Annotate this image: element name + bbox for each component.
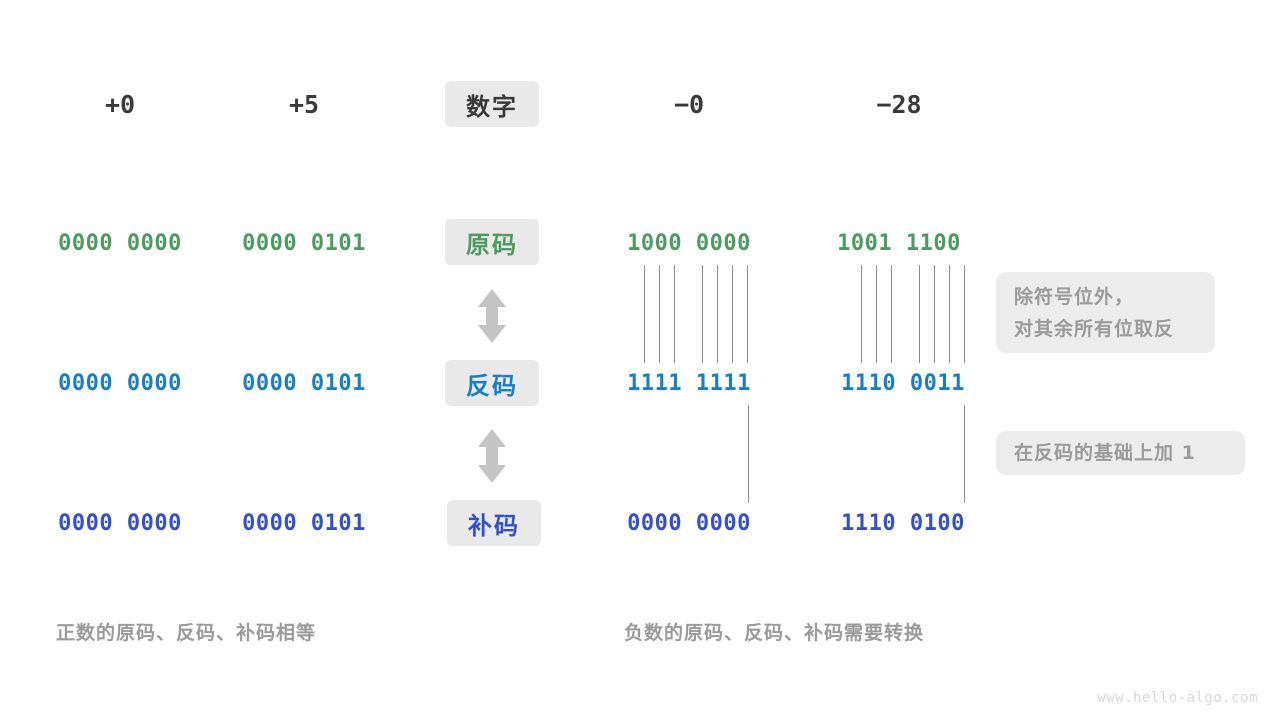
connector-line bbox=[934, 265, 935, 363]
row-label-ones-complement: 反码 bbox=[445, 360, 539, 406]
connector-line bbox=[717, 265, 718, 363]
connector-line bbox=[747, 265, 748, 363]
twos-complement-plus-five: 0000 0101 bbox=[242, 510, 366, 536]
sign-magnitude-plus-five: 0000 0101 bbox=[242, 230, 366, 256]
note-invert-bits-line2: 对其余所有位取反 bbox=[1014, 317, 1175, 340]
caption-negative: 负数的原码、反码、补码需要转换 bbox=[624, 622, 925, 644]
header-number-plus-five: +5 bbox=[288, 89, 320, 119]
connector-line bbox=[861, 265, 862, 363]
note-invert-bits: 除符号位外， 对其余所有位取反 bbox=[996, 272, 1215, 353]
ones-complement-plus-zero: 0000 0000 bbox=[58, 370, 182, 396]
twos-complement-minus-twentyeight: 1110 0100 bbox=[841, 510, 965, 536]
connector-line bbox=[964, 405, 965, 503]
double-arrow-vertical-icon bbox=[475, 428, 509, 484]
connector-line bbox=[674, 265, 675, 363]
sign-magnitude-minus-twentyeight: 1001 1100 bbox=[837, 230, 961, 256]
connector-line bbox=[732, 265, 733, 363]
connector-line bbox=[659, 265, 660, 363]
connector-line bbox=[964, 265, 965, 363]
ones-complement-minus-zero: 1111 1111 bbox=[627, 370, 751, 396]
header-number-minus-twentyeight: −28 bbox=[876, 89, 922, 119]
note-add-one: 在反码的基础上加 1 bbox=[996, 431, 1245, 475]
connector-line bbox=[919, 265, 920, 363]
connector-line bbox=[949, 265, 950, 363]
ones-complement-minus-twentyeight: 1110 0011 bbox=[841, 370, 965, 396]
ones-complement-plus-five: 0000 0101 bbox=[242, 370, 366, 396]
watermark: www.hello-algo.com bbox=[1097, 690, 1258, 706]
sign-magnitude-plus-zero: 0000 0000 bbox=[58, 230, 182, 256]
note-add-one-line1: 在反码的基础上加 1 bbox=[1014, 442, 1196, 464]
row-label-number: 数字 bbox=[445, 81, 539, 127]
twos-complement-minus-zero: 0000 0000 bbox=[627, 510, 751, 536]
caption-positive: 正数的原码、反码、补码相等 bbox=[56, 622, 317, 644]
twos-complement-plus-zero: 0000 0000 bbox=[58, 510, 182, 536]
note-invert-bits-line1: 除符号位外， bbox=[1014, 285, 1135, 308]
connector-line bbox=[702, 265, 703, 363]
double-arrow-vertical-icon bbox=[475, 288, 509, 344]
row-label-twos-complement: 补码 bbox=[447, 500, 541, 546]
row-label-sign-magnitude: 原码 bbox=[445, 219, 539, 265]
connector-line bbox=[891, 265, 892, 363]
header-number-minus-zero: −0 bbox=[673, 89, 705, 119]
connector-line bbox=[644, 265, 645, 363]
connector-line bbox=[748, 405, 749, 503]
connector-line bbox=[876, 265, 877, 363]
header-number-plus-zero: +0 bbox=[104, 89, 136, 119]
sign-magnitude-minus-zero: 1000 0000 bbox=[627, 230, 751, 256]
